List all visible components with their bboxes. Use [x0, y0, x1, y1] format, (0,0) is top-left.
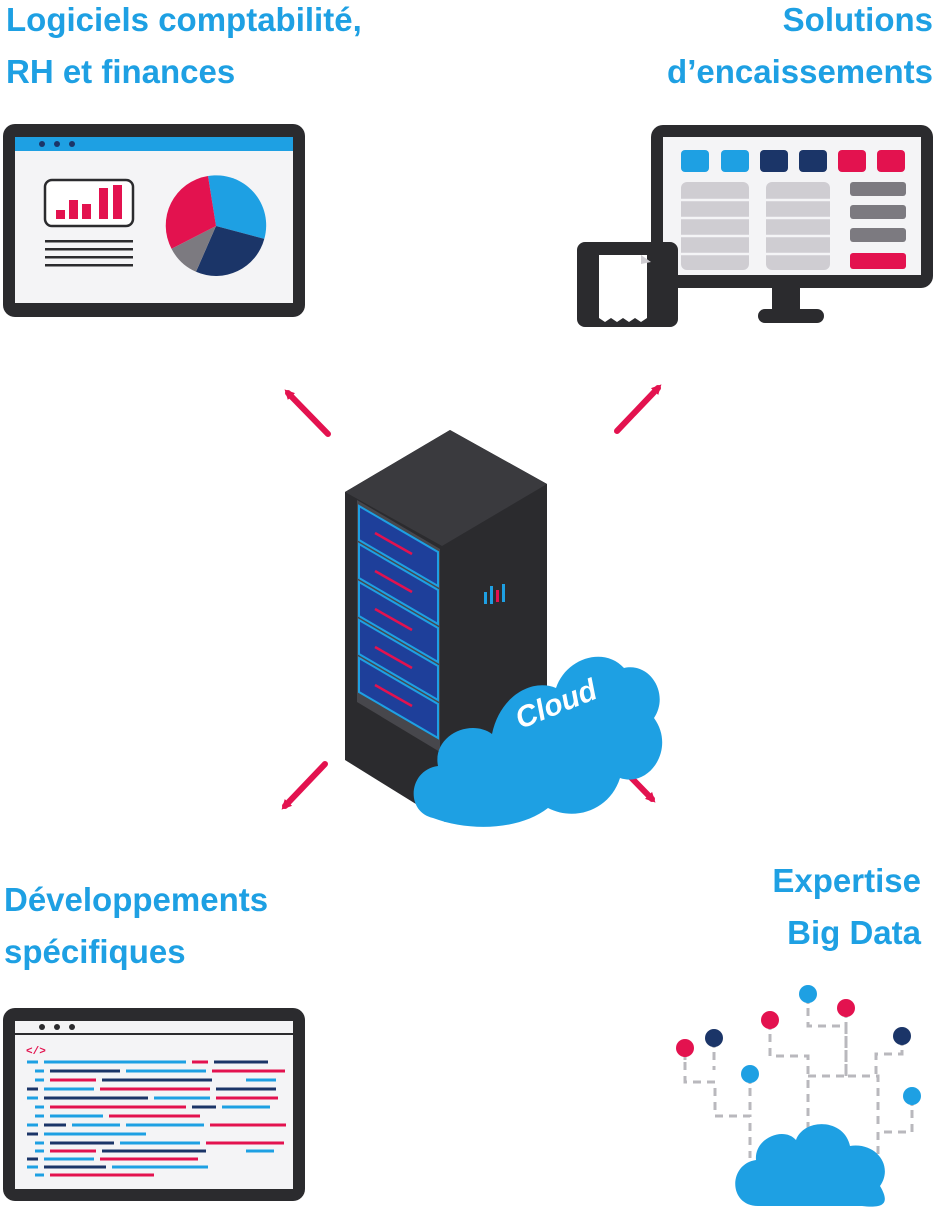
text-lines-icon	[45, 240, 133, 267]
server-drawers	[358, 504, 439, 740]
data-cloud-icon	[735, 1124, 885, 1207]
title-top-right-line1: Solutions	[782, 1, 933, 38]
pos-terminal-icon	[577, 125, 933, 327]
arrow-bottom-left	[281, 761, 328, 810]
title-bottom-right-line2: Big Data	[787, 914, 921, 951]
title-top-right: Solutions d’encaissements	[667, 0, 933, 98]
receipt-printer-icon	[577, 242, 678, 327]
title-top-left: Logiciels comptabilité, RH et finances	[6, 0, 362, 98]
pie-chart-icon	[165, 175, 267, 276]
title-bottom-left-line2: spécifiques	[4, 933, 186, 970]
title-bottom-left-line1: Développements	[4, 881, 269, 918]
title-bottom-right: Expertise Big Data	[772, 855, 921, 959]
title-bottom-left: Développements spécifiques	[4, 874, 268, 978]
title-bottom-right-line1: Expertise	[772, 862, 921, 899]
data-network-icon	[676, 985, 921, 1207]
code-lines	[27, 1060, 286, 1177]
title-top-left-line1: Logiciels comptabilité,	[6, 1, 362, 38]
code-editor-icon: </>	[3, 1008, 305, 1201]
dashboard-monitor-icon	[3, 124, 305, 317]
arrow-top-right	[614, 384, 662, 434]
title-top-right-line2: d’encaissements	[667, 53, 933, 90]
title-top-left-line2: RH et finances	[6, 53, 236, 90]
code-tag-icon: </>	[26, 1046, 46, 1058]
bar-chart-icon	[43, 178, 135, 228]
server-logo-icon	[484, 584, 505, 604]
arrow-top-left	[284, 389, 331, 437]
